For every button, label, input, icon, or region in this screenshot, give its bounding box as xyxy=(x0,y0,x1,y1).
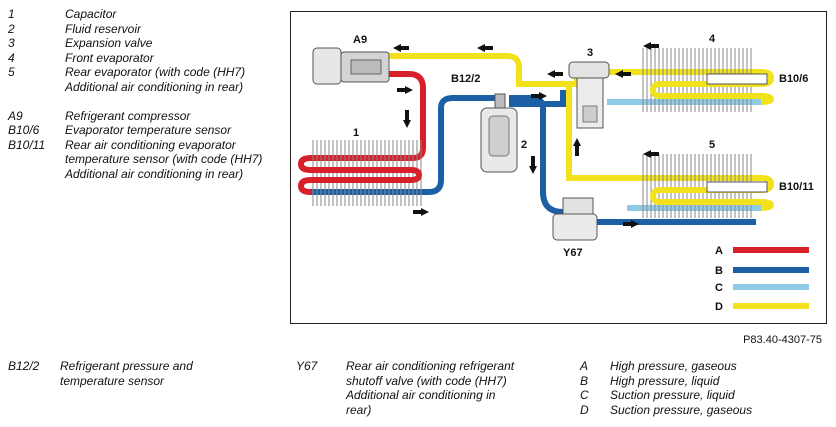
refrigerant-compressor xyxy=(312,47,390,85)
state-row: B High pressure, liquid xyxy=(580,373,720,388)
pipe-high-pressure-liquid-2 xyxy=(509,95,591,215)
legend-item: 1 Capacitor xyxy=(8,7,117,21)
label-b12-2: B12/2 xyxy=(451,73,480,85)
figure-reference: P83.40-4307-75 xyxy=(743,334,822,346)
component-legend: 1 Capacitor 2 Fluid reservoir 3 Expansio… xyxy=(8,7,283,182)
legend-item: 4 Front evaporator xyxy=(8,50,154,65)
arrow-left-icon xyxy=(615,70,623,78)
arrow-left-icon xyxy=(393,44,401,52)
label-4: 4 xyxy=(709,33,716,45)
arrow-down-icon xyxy=(529,166,537,174)
legend-item: B10/11 Rear air conditioning evaporator … xyxy=(8,137,263,181)
legend-pressure-states: A High pressure, gaseous B High pressure… xyxy=(580,359,830,417)
arrow-right-icon xyxy=(421,208,429,216)
key-letter-b: B xyxy=(715,265,723,277)
label-a9: A9 xyxy=(353,34,367,46)
pipe-high-pressure-liquid-1 xyxy=(311,95,499,195)
legend-item: 2 Fluid reservoir xyxy=(8,21,142,36)
label-b10-6: B10/6 xyxy=(779,73,808,85)
rear-evaporator xyxy=(642,154,775,218)
shutoff-valve xyxy=(552,197,598,241)
arrow-left-icon xyxy=(477,44,485,52)
legend-item: B10/6 Evaporator temperature sensor xyxy=(8,123,232,138)
key-letter-a: A xyxy=(715,245,723,257)
legend-item: A9 Refrigerant compressor xyxy=(8,108,191,123)
front-evaporator xyxy=(642,48,775,112)
arrow-right-icon xyxy=(539,92,547,100)
label-b10-11: B10/11 xyxy=(779,181,814,193)
pipe-suction-gaseous-2 xyxy=(566,84,761,181)
expansion-valve xyxy=(568,61,610,129)
label-y67: Y67 xyxy=(563,247,583,259)
label-5: 5 xyxy=(709,139,715,151)
key-letter-d: D xyxy=(715,301,723,313)
capacitor-coil xyxy=(297,140,423,206)
state-row: C Suction pressure, liquid xyxy=(580,388,735,403)
legend-valve: Y67 Rear air conditioning refrigerant sh… xyxy=(296,359,515,417)
legend-sensor: B12/2 Refrigerant pressure and temperatu… xyxy=(8,359,193,388)
pipe-high-pressure-liquid-3 xyxy=(509,90,566,107)
label-3: 3 xyxy=(587,47,593,59)
state-row: A High pressure, gaseous xyxy=(580,359,737,373)
legend-item: 3 Expansion valve xyxy=(8,36,153,51)
arrow-left-icon xyxy=(547,70,555,78)
arrow-right-icon xyxy=(405,86,413,94)
arrow-down-icon xyxy=(403,120,411,128)
flow-arrows xyxy=(393,42,659,228)
refrigerant-circuit-diagram: A9 B12/2 1 2 3 4 5 B10/6 B10/11 Y67 A B … xyxy=(290,11,827,324)
label-1: 1 xyxy=(353,127,359,139)
pressure-color-key: A B C D xyxy=(715,245,809,313)
label-2: 2 xyxy=(521,139,527,151)
fluid-reservoir xyxy=(480,93,518,173)
arrow-up-icon xyxy=(573,138,581,146)
circuit-svg: A9 B12/2 1 2 3 4 5 B10/6 B10/11 Y67 A B … xyxy=(297,33,814,313)
key-letter-c: C xyxy=(715,282,723,294)
arrow-left-icon xyxy=(643,150,651,158)
state-row: D Suction pressure, gaseous xyxy=(580,402,753,417)
arrow-left-icon xyxy=(643,42,651,50)
arrow-right-icon xyxy=(631,220,639,228)
legend-item: 5 Rear evaporator (with code (HH7) Addit… xyxy=(8,65,246,94)
